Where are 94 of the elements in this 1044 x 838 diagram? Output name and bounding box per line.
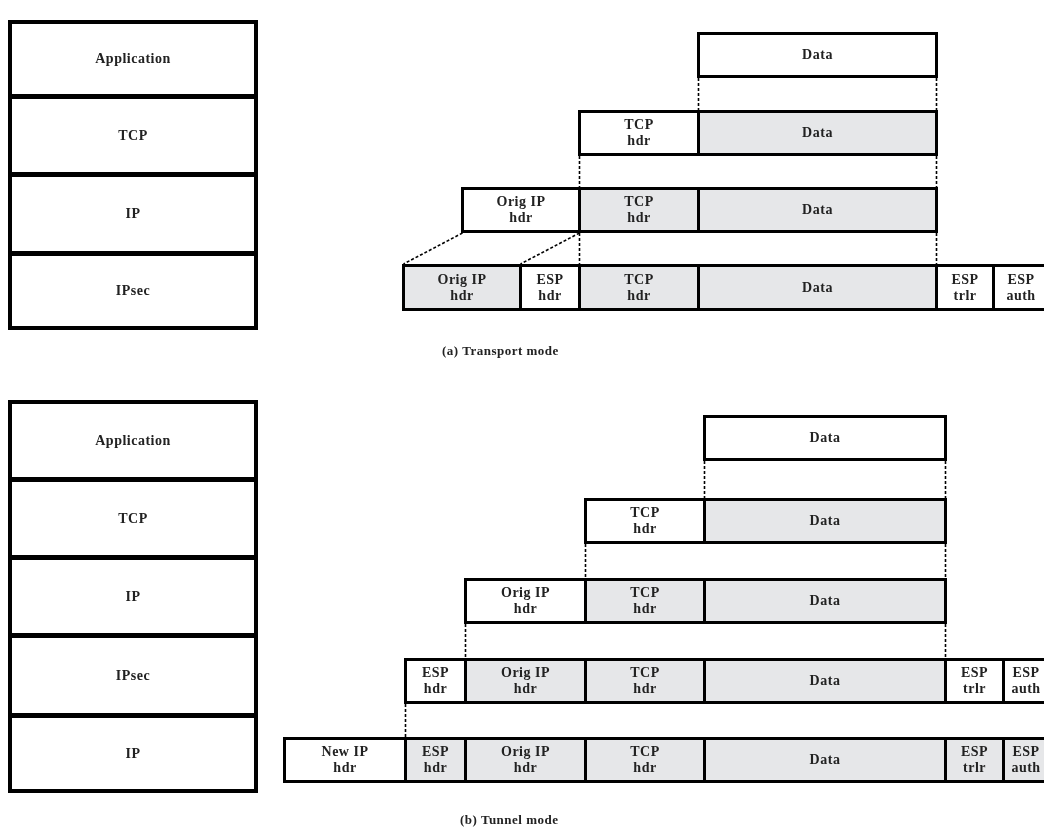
protocol-layer-box [8, 173, 258, 255]
field-name: Data [809, 752, 841, 768]
packet-field-box [464, 737, 587, 783]
packet-field-box [404, 737, 467, 783]
field-name: ESP hdr [535, 271, 565, 304]
field-name: ESP trlr [959, 744, 990, 776]
figure-caption: (a) Transport mode [442, 343, 559, 359]
field-name: TCP hdr [629, 665, 661, 697]
field-name: New IP hdr [320, 744, 370, 776]
layer-name: IPsec [115, 667, 151, 684]
dotted-projection-line [404, 703, 407, 738]
field-name: Orig IP hdr [501, 585, 550, 617]
packet-field-box [944, 737, 1005, 783]
packet-field-box [703, 578, 947, 624]
dotted-projection-line [935, 155, 938, 188]
packet-field-box [402, 264, 522, 311]
layer-name: IP [125, 588, 141, 605]
layer-name: TCP [118, 510, 148, 527]
dotted-projection-line [935, 77, 938, 111]
dotted-projection-line [519, 232, 581, 265]
packet-field-box [578, 110, 700, 156]
protocol-layer-box [8, 400, 258, 481]
layer-name: Application [95, 432, 171, 449]
field-name: Data [802, 47, 833, 63]
packet-field-box [578, 187, 700, 233]
layer-name: IPsec [115, 283, 151, 299]
layer-name: IP [125, 745, 141, 762]
packet-field-box [697, 110, 938, 156]
field-name: Data [809, 430, 841, 446]
protocol-layer-box [8, 20, 258, 98]
dotted-projection-line [402, 232, 464, 265]
dotted-projection-line [464, 623, 467, 659]
packet-field-box [584, 737, 706, 783]
field-name: Orig IP hdr [501, 744, 550, 776]
packet-field-box [703, 498, 947, 544]
dotted-projection-line [944, 460, 947, 499]
packet-field-box [1002, 737, 1044, 783]
packet-field-box [697, 32, 938, 78]
packet-field-box [992, 264, 1044, 311]
packet-field-box [464, 578, 587, 624]
field-name: TCP hdr [629, 505, 661, 537]
field-name: Data [809, 673, 841, 689]
packet-field-box [935, 264, 995, 311]
packet-field-box [404, 658, 467, 704]
layer-name: TCP [118, 127, 148, 144]
dotted-projection-line [944, 543, 947, 579]
dotted-projection-line [584, 543, 587, 579]
field-name: Orig IP hdr [501, 665, 550, 697]
field-name: Data [802, 279, 833, 296]
field-name: Orig IP hdr [496, 194, 546, 226]
field-name: Data [802, 202, 833, 218]
layer-name: Application [95, 51, 171, 67]
packet-field-box [584, 578, 706, 624]
packet-field-box [703, 737, 947, 783]
protocol-layer-box [8, 95, 258, 176]
field-name: ESP auth [1005, 271, 1037, 304]
protocol-layer-box [8, 478, 258, 559]
packet-field-box [461, 187, 581, 233]
packet-field-box [697, 187, 938, 233]
protocol-layer-box [8, 556, 258, 637]
dotted-projection-line [703, 460, 706, 499]
field-name: Data [809, 513, 841, 529]
packet-field-box [464, 658, 587, 704]
field-name: ESP auth [1010, 744, 1042, 776]
protocol-layer-box [8, 252, 258, 330]
field-name: TCP hdr [629, 585, 661, 617]
field-name: TCP hdr [629, 744, 661, 776]
field-name: ESP hdr [420, 665, 451, 697]
field-name: Orig IP hdr [437, 271, 487, 304]
packet-field-box [584, 658, 706, 704]
figure-caption: (b) Tunnel mode [460, 812, 559, 828]
field-name: TCP hdr [623, 194, 655, 226]
packet-field-box [283, 737, 407, 783]
dotted-projection-line [697, 77, 700, 111]
packet-field-box [584, 498, 706, 544]
field-name: ESP trlr [959, 665, 990, 697]
packet-field-box [578, 264, 700, 311]
field-name: TCP hdr [623, 117, 655, 149]
protocol-layer-box [8, 714, 258, 793]
dotted-projection-line [944, 623, 947, 659]
packet-field-box [703, 415, 947, 461]
field-name: Data [802, 125, 833, 141]
packet-field-box [944, 658, 1005, 704]
packet-field-box [1002, 658, 1044, 704]
field-name: ESP trlr [950, 271, 980, 304]
field-name: ESP auth [1010, 665, 1042, 697]
layer-name: IP [125, 206, 141, 222]
packet-field-box [697, 264, 938, 311]
protocol-layer-box [8, 634, 258, 717]
packet-field-box [703, 658, 947, 704]
packet-field-box [519, 264, 581, 311]
field-name: TCP hdr [623, 271, 655, 304]
field-name: ESP hdr [420, 744, 451, 776]
field-name: Data [809, 593, 841, 609]
